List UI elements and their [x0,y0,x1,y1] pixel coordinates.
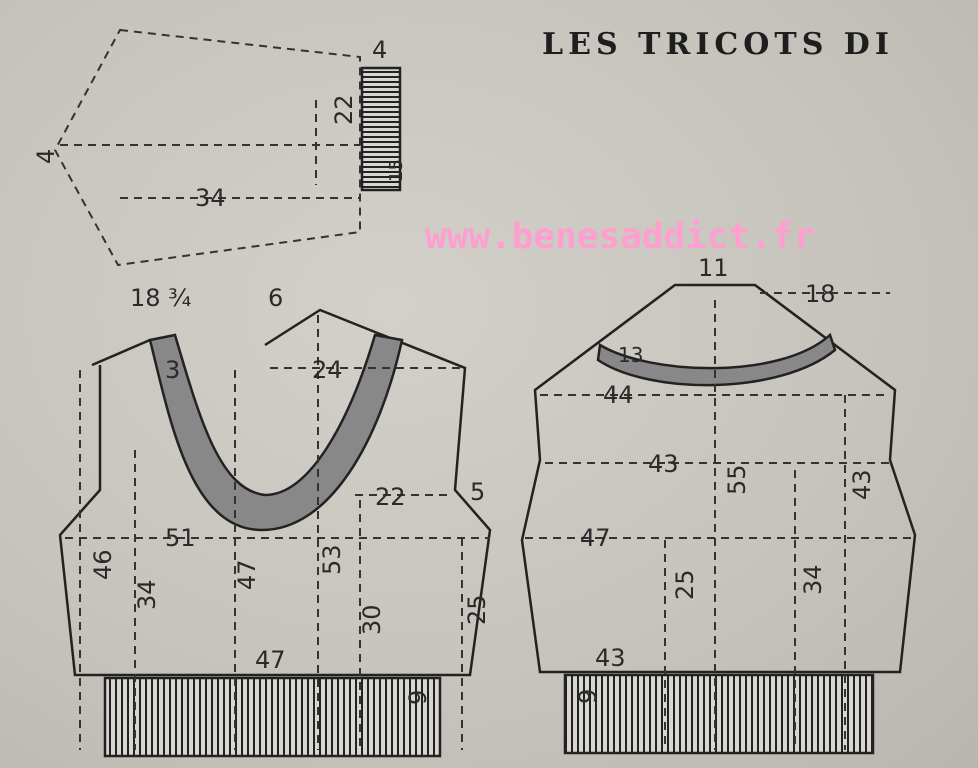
label: 24 [312,356,343,384]
label: 13 [618,343,643,367]
label: 47 [255,646,286,674]
watermark: www.benesaddict.fr [425,216,815,257]
label: 30 [358,604,386,635]
back-waist-rib [563,673,875,755]
label: 25 [671,569,699,600]
label: 6 [268,284,283,312]
label: 46 [89,549,117,580]
back-piece: 11 18 13 44 43 55 43 47 25 34 43 9 [520,254,917,755]
sleeve-piece: 4 22 4 34 15 [32,28,407,267]
label: 51 [165,524,196,552]
label: 4 [32,149,60,164]
label: 5 [470,478,485,506]
label: 22 [375,483,406,511]
label: 9 [404,690,432,705]
label: 11 [698,254,729,282]
label: 18 [805,280,836,308]
front-piece: 18 ¾ 6 3 24 22 5 51 46 34 47 53 30 25 47… [58,284,492,758]
label: 44 [603,381,634,409]
front-waist-rib [103,676,442,758]
label: 34 [195,184,226,212]
label: 18 ¾ [130,284,191,312]
label: 43 [595,644,626,672]
label: 53 [318,544,346,575]
label: 55 [723,464,751,495]
label: 47 [233,559,261,590]
label: 22 [330,94,358,125]
label: 34 [799,564,827,595]
label: 34 [133,579,161,610]
label: 3 [165,356,180,384]
label: 43 [848,469,876,500]
sleeve-cuff-rib [360,66,402,192]
label: 25 [463,594,491,625]
label: 15 [386,159,407,182]
label: 43 [648,450,679,478]
page-header: LES TRICOTS DI [542,27,894,62]
label: 4 [372,36,387,64]
label: 9 [574,689,602,704]
label: 47 [580,524,611,552]
